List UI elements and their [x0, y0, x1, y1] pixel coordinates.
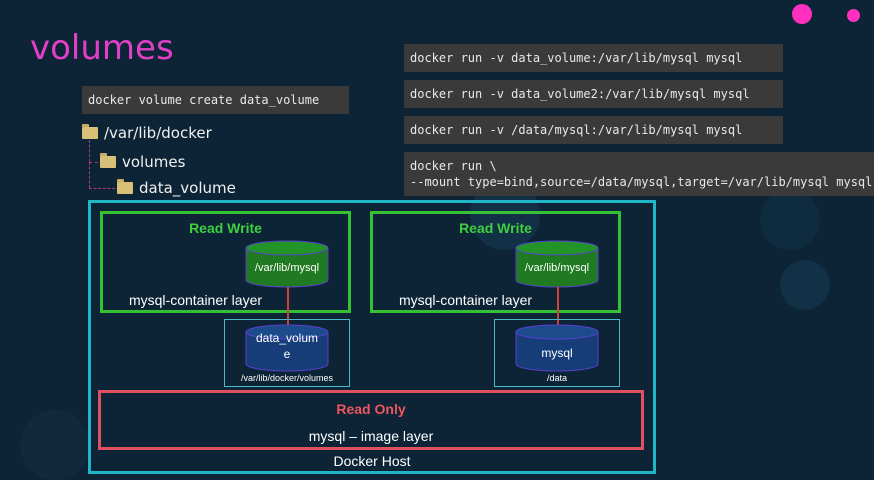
right-container-layer: Read Write mysql-container layer [370, 211, 621, 313]
left-volume-label-line1: data_volum [255, 331, 319, 345]
right-volume-path: /data [546, 373, 568, 383]
cylinder-icon [245, 240, 329, 288]
right-volume-cylinder: mysql [515, 324, 599, 372]
tree-connector [89, 140, 90, 162]
folder-icon [100, 153, 116, 168]
run-command-3: docker run -v /data/mysql:/var/lib/mysql… [404, 116, 783, 144]
tree-connector [89, 188, 115, 189]
tree-connector [89, 162, 98, 163]
tree-connector [89, 162, 90, 188]
right-layer-label: mysql-container layer [398, 292, 533, 308]
docker-host-label: Docker Host [333, 453, 411, 469]
right-volume-box: mysql /data [494, 319, 620, 387]
left-volume-label-line2: e [283, 347, 291, 361]
left-volume-path: /var/lib/docker/volumes [240, 373, 334, 383]
cylinder-icon [245, 324, 329, 372]
left-volume-box: data_volum e /var/lib/docker/volumes [224, 319, 350, 387]
cylinder-icon [515, 240, 599, 288]
background-circle [760, 190, 820, 250]
tree-root: /var/lib/docker [82, 124, 212, 142]
left-container-layer: Read Write mysql-container layer [100, 211, 351, 313]
left-layer-label: mysql-container layer [128, 292, 263, 308]
cylinder-icon [515, 324, 599, 372]
tree-grandchild-label: data_volume [139, 179, 236, 197]
run-command-2: docker run -v data_volume2:/var/lib/mysq… [404, 80, 783, 108]
right-mount-connector [557, 287, 559, 327]
run-command-1: docker run -v data_volume:/var/lib/mysql… [404, 44, 783, 72]
tree-child: volumes [100, 153, 185, 171]
folder-icon [82, 124, 98, 139]
right-read-write-title: Read Write [459, 220, 532, 236]
volume-create-command: docker volume create data_volume [82, 86, 349, 114]
tree-root-label: /var/lib/docker [104, 124, 212, 142]
left-mount-connector [287, 287, 289, 327]
accent-dot [847, 9, 860, 22]
folder-icon [117, 179, 133, 194]
right-mount-path: /var/lib/mysql [524, 262, 590, 274]
left-mount-path: /var/lib/mysql [254, 262, 320, 274]
image-layer-box: Read Only mysql – image layer [98, 390, 644, 450]
docker-host-box: Docker Host [88, 200, 656, 474]
tree-child-label: volumes [122, 153, 186, 171]
slide-title: volumes [30, 28, 174, 68]
accent-dot [792, 4, 812, 24]
right-mount-cylinder: /var/lib/mysql [515, 240, 599, 288]
left-volume-cylinder: data_volum e [245, 324, 329, 372]
background-circle [780, 260, 830, 310]
right-volume-label: mysql [541, 346, 573, 360]
left-read-write-title: Read Write [189, 220, 262, 236]
run-command-mount: docker run \ --mount type=bind,source=/d… [404, 152, 874, 196]
image-layer-label: mysql – image layer [308, 428, 434, 444]
read-only-title: Read Only [336, 401, 406, 417]
tree-grandchild: data_volume [117, 179, 236, 197]
background-circle [20, 410, 90, 480]
left-mount-cylinder: /var/lib/mysql [245, 240, 329, 288]
